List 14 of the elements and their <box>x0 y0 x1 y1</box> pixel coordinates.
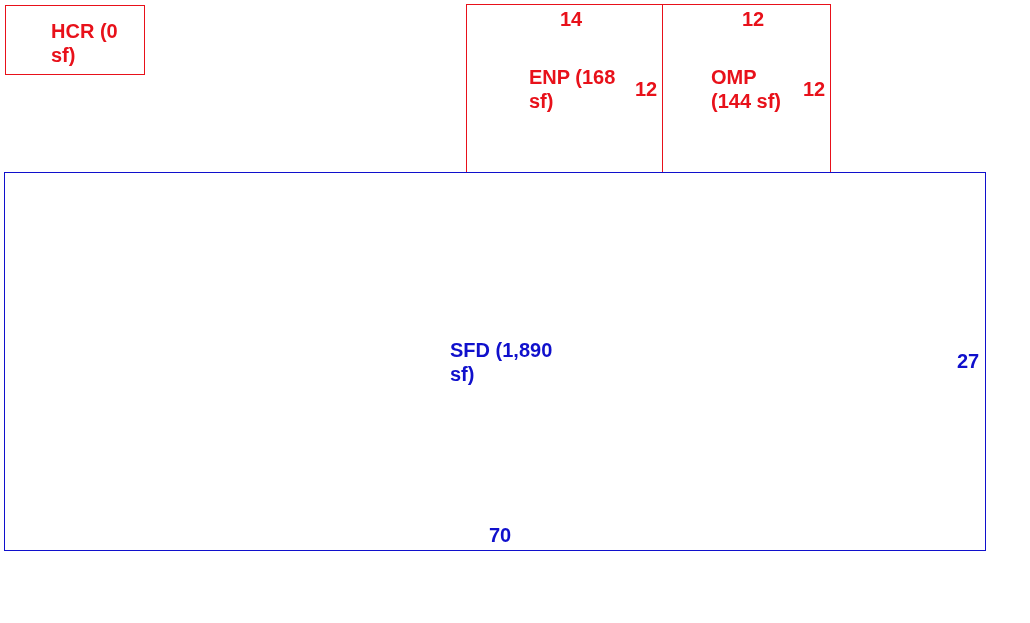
dimension-label: 12 <box>801 77 827 101</box>
dimension-label: 70 <box>487 523 513 547</box>
dimension-label: 14 <box>558 7 584 31</box>
room-outline <box>4 172 986 551</box>
room-label: SFD (1,890 sf) <box>450 338 554 386</box>
dimension-label: 12 <box>633 77 659 101</box>
room-outline <box>466 4 663 173</box>
room-label: OMP (144 sf) <box>711 65 783 113</box>
dimension-label: 12 <box>740 7 766 31</box>
room-label: ENP (168 sf) <box>529 65 617 113</box>
dimension-label: 27 <box>955 349 981 373</box>
room-outline <box>662 4 831 173</box>
room-label: HCR (0 sf) <box>51 19 119 67</box>
room-outline <box>5 5 145 75</box>
